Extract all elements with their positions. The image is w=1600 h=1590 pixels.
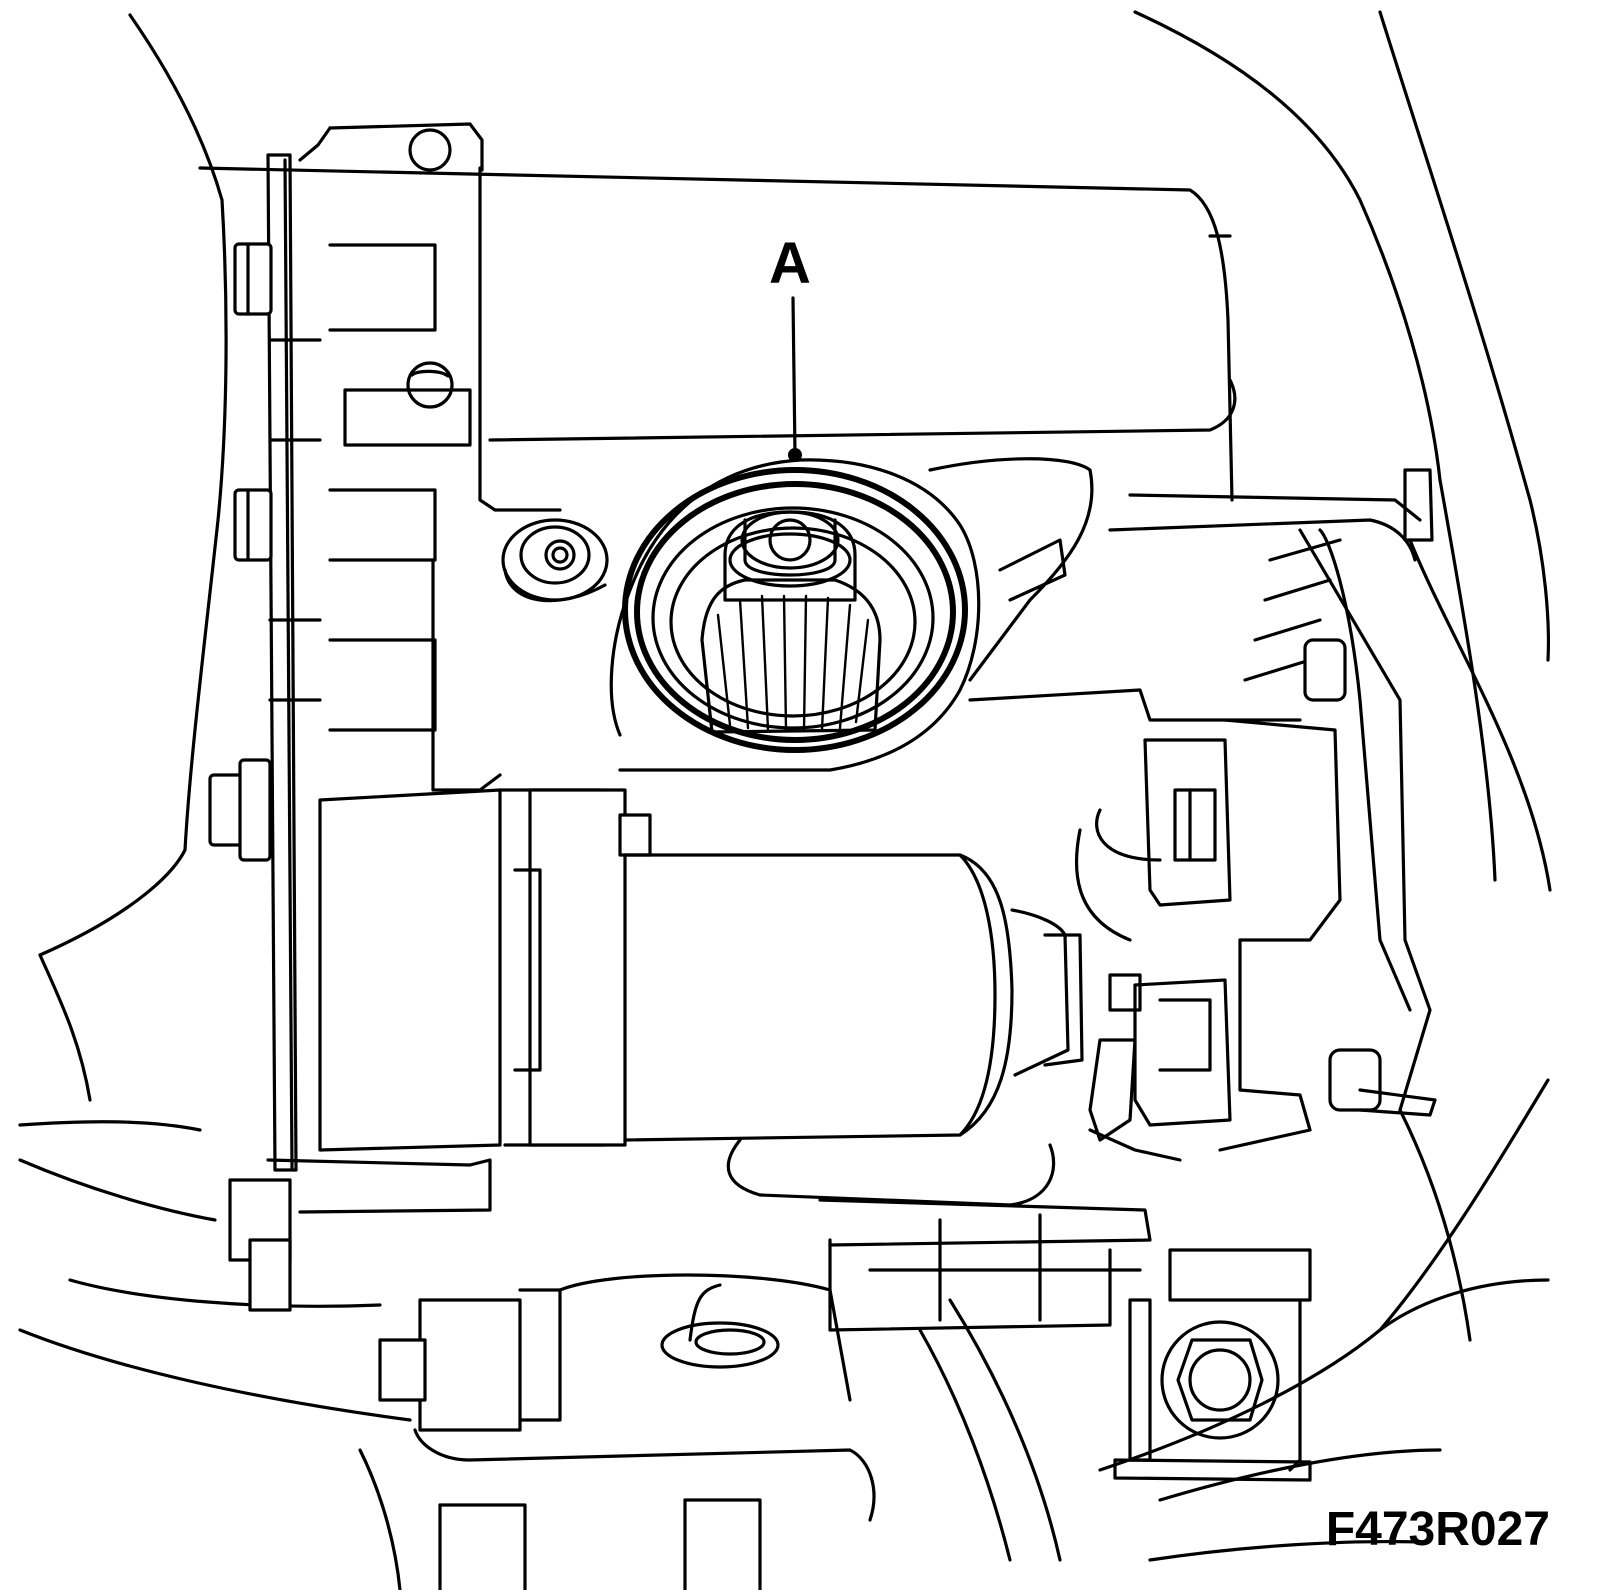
electrical-connectors: [1074, 718, 1342, 1162]
callout-a: A: [769, 231, 811, 462]
right-bracket: [928, 457, 1437, 1117]
figure-id: F473R027: [1326, 1503, 1550, 1556]
electric-motor: [318, 788, 1084, 1207]
seal-ring-outer: [622, 467, 968, 753]
lower-structures: [358, 1198, 1312, 1590]
shaft-seal-assembly: [609, 458, 981, 772]
bushing-post: [501, 518, 609, 603]
left-flange-plate: [208, 153, 492, 1312]
callout-leader-line: [791, 296, 797, 457]
seal-ring-inner: [634, 481, 956, 743]
gearbox-housing: [198, 122, 1237, 792]
callout-label: A: [769, 231, 811, 296]
outer-housing-lines: [18, 10, 1552, 1562]
callout-dot: [788, 448, 802, 462]
